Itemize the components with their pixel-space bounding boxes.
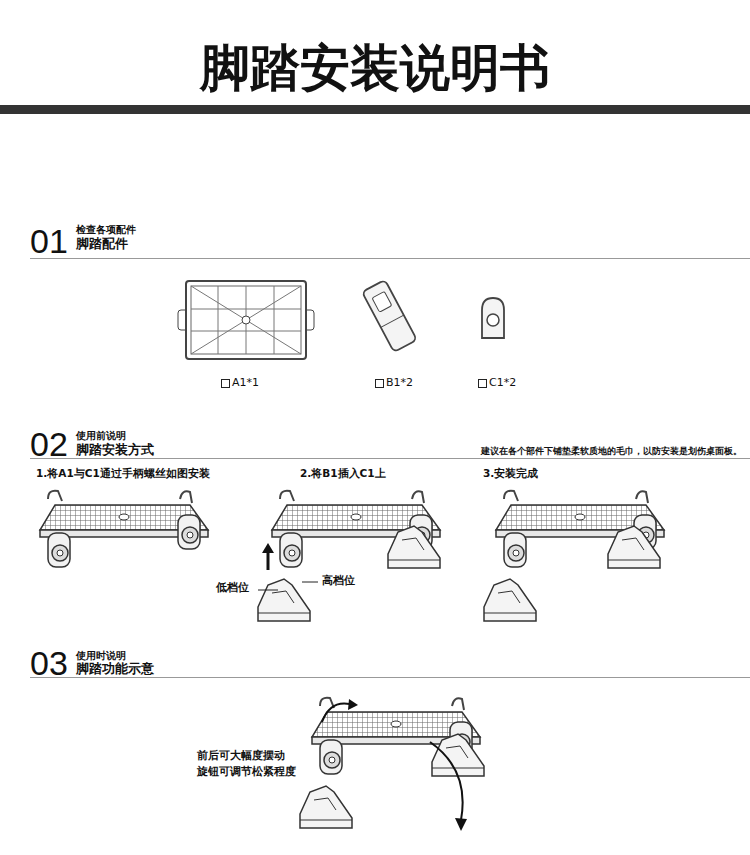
section-subtitle: 使用时说明 bbox=[76, 650, 126, 662]
callout-label: 低档位 bbox=[216, 582, 249, 595]
step-text: 1.将A1与C1通过手柄螺丝如图安装 bbox=[36, 467, 210, 479]
note-text: 建议在各个部件下铺垫柔软质地的毛巾，以防安装是划伤桌面板。 bbox=[481, 446, 742, 456]
part-label: A1*1 bbox=[232, 377, 259, 390]
function-note: 旋钮可调节松紧程度 bbox=[197, 766, 296, 779]
step-text: 2.将B1插入C1上 bbox=[300, 467, 386, 479]
section-heading: 脚踏功能示意 bbox=[76, 662, 154, 677]
section-heading: 脚踏配件 bbox=[76, 237, 128, 252]
section-number: 01 bbox=[30, 224, 68, 258]
step-text: 3.安装完成 bbox=[483, 467, 538, 479]
section-subtitle: 检查各项配件 bbox=[76, 224, 136, 236]
section-heading: 脚踏安装方式 bbox=[76, 443, 154, 458]
section-subtitle: 使用前说明 bbox=[76, 430, 126, 442]
section-number: 02 bbox=[30, 427, 68, 461]
callout-label: 高档位 bbox=[322, 575, 355, 588]
section-number: 03 bbox=[30, 646, 68, 680]
function-note: 前后可大幅度摆动 bbox=[197, 750, 285, 763]
part-label: C1*2 bbox=[489, 377, 516, 390]
page-title: 脚踏安装说明书 bbox=[200, 40, 550, 98]
part-label: B1*2 bbox=[386, 377, 413, 390]
